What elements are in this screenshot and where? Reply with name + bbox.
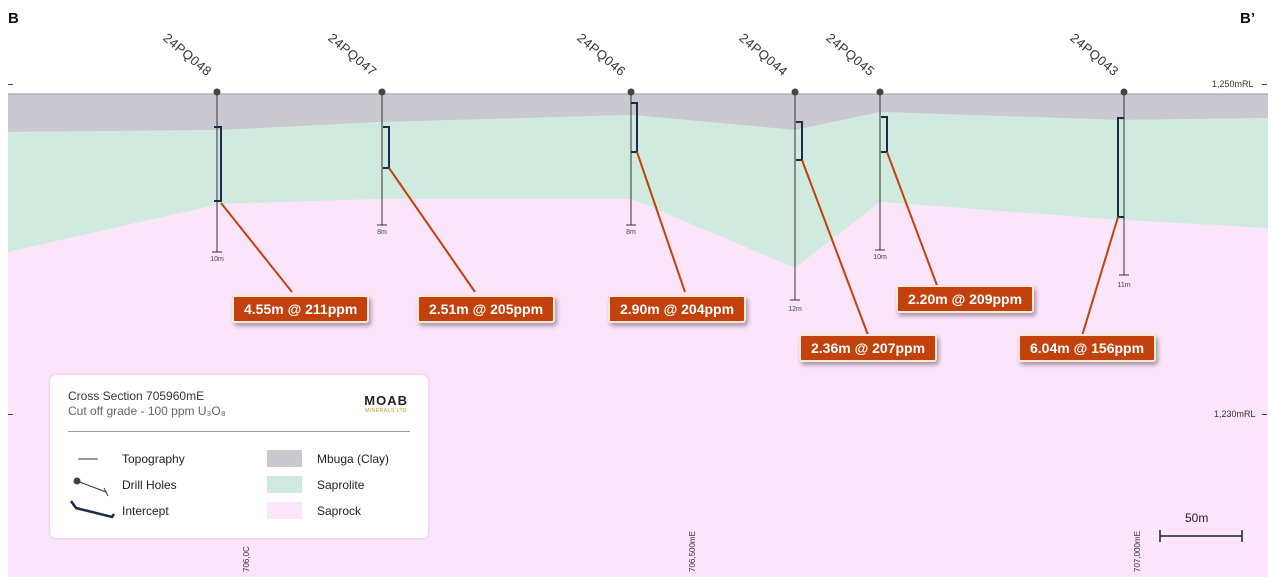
saprolite-swatch [267,476,302,493]
legend-symbols [69,458,116,519]
legend-label-intercept: Intercept [122,504,169,518]
legend-label-mbuga: Mbuga (Clay) [317,452,390,466]
saprock-swatch [267,502,302,519]
legend-subtitle: Cut off grade - 100 ppm U₃O₈ [68,404,226,418]
legend-panel: Cross Section 705960mE Cut off grade - 1… [50,375,428,538]
left-rl-tick-upper [8,84,13,85]
intercept-badge-24pq046: 2.90m @ 204ppm [608,295,747,323]
hole-depth-24pq046: 8m [626,229,636,236]
drill-hole-24pq043 [1081,88,1129,337]
easting-label-706000: 706,0C [242,546,251,572]
drill-hole-24pq047 [377,88,476,293]
intercept-badge-24pq048: 4.55m @ 211ppm [232,295,370,323]
legend-divider [68,431,410,432]
hole-depth-24pq044: 12m [788,306,802,313]
intercept-symbol-icon [69,500,116,519]
right-rl-tick-lower [1262,414,1267,415]
intercept-badge-24pq047: 2.51m @ 205ppm [417,295,556,323]
rl-label-lower: 1,230mRL [1214,409,1256,419]
legend-label-topography: Topography [122,452,185,466]
hole-depth-24pq048: 10m [210,256,224,263]
saprolite-layer [8,112,1268,268]
legend-label-saprolite: Saprolite [317,478,365,492]
logo-wordmark: MOAB [364,393,408,408]
intercept-badge-24pq045: 2.20m @ 209ppm [896,285,1035,313]
easting-label-706500: 706,500mE [688,531,697,572]
easting-label-707000: 707,000mE [1133,531,1142,572]
drill-hole-24pq045 [875,88,939,289]
legend-label-drill-holes: Drill Holes [122,478,177,492]
hole-depth-24pq047: 8m [377,229,387,236]
right-rl-tick-upper [1262,84,1267,85]
section-end-label: B’ [1240,10,1255,27]
scale-bar [1159,530,1243,542]
intercept-badge-24pq044: 2.36m @ 207ppm [799,334,938,362]
drill-hole-24pq048 [212,88,293,293]
drill-hole-24pq044 [790,88,869,336]
hole-depth-24pq043: 11m [1117,282,1131,289]
drill-hole-symbol-icon [73,477,109,497]
legend-label-saprock: Saprock [317,504,362,518]
drill-hole-24pq046 [626,88,686,293]
mbuga-swatch [267,450,302,467]
legend-title: Cross Section 705960mE [68,389,205,403]
left-rl-tick-lower [8,414,13,415]
section-start-label: B [8,10,19,27]
rl-label-upper: 1,250mRL [1212,79,1254,89]
logo-tagline: MINERALS LTD [365,408,408,414]
hole-depth-24pq045: 10m [873,254,887,261]
intercept-badge-24pq043: 6.04m @ 156ppm [1018,334,1157,362]
scale-bar-label: 50m [1185,511,1209,525]
moab-logo: MOAB MINERALS LTD [364,393,408,414]
